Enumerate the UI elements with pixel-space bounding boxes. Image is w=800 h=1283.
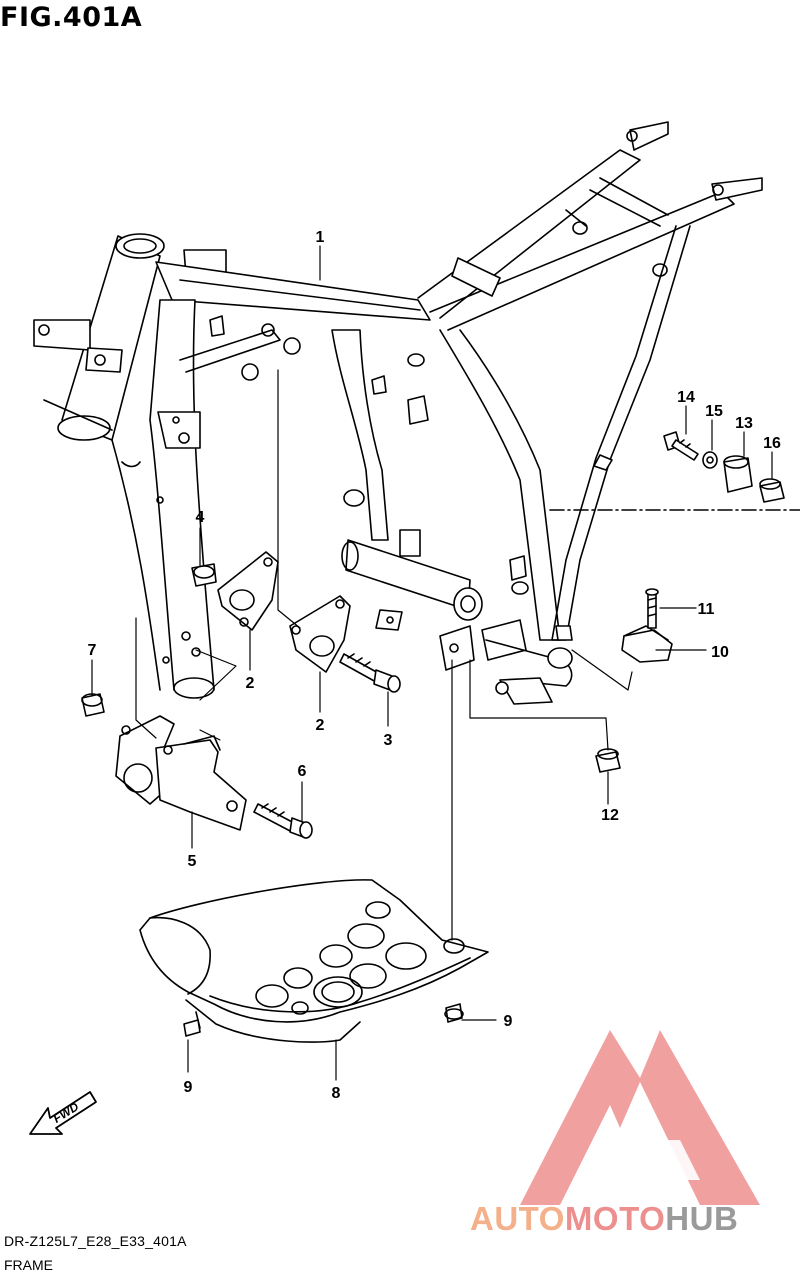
callout-1: 1 xyxy=(316,229,325,246)
nut-4 xyxy=(191,563,217,587)
callout-7: 7 xyxy=(88,642,97,659)
callout-15: 15 xyxy=(705,403,723,420)
bolts-9 xyxy=(183,1003,464,1037)
callout-2-right: 2 xyxy=(316,717,325,734)
callout-16: 16 xyxy=(763,435,781,452)
callout-9-left: 9 xyxy=(184,1079,193,1096)
watermark-logo-icon xyxy=(520,1030,760,1205)
callout-13: 13 xyxy=(735,415,753,432)
leader-lines xyxy=(91,245,773,1081)
watermark-hub: HUB xyxy=(665,1200,739,1237)
cushion-10-screw-11 xyxy=(621,588,673,663)
callout-12: 12 xyxy=(601,807,619,824)
callout-9-right: 9 xyxy=(504,1013,513,1030)
engine-mount-brackets xyxy=(217,551,351,673)
frame-drawing xyxy=(33,121,800,705)
lower-bracket-5 xyxy=(115,715,247,831)
watermark-auto: AUTO xyxy=(470,1200,565,1237)
figure-name: FRAME xyxy=(4,1257,53,1273)
bolt-3 xyxy=(339,653,401,693)
callout-2-left: 2 xyxy=(246,675,255,692)
callout-3: 3 xyxy=(384,732,393,749)
bolt-6 xyxy=(253,803,313,839)
figure-title: FIG.401A xyxy=(0,2,143,33)
callout-14: 14 xyxy=(677,389,695,406)
nut-7 xyxy=(81,693,105,717)
fwd-arrow-icon xyxy=(29,1091,97,1135)
callout-5: 5 xyxy=(188,853,197,870)
callout-11: 11 xyxy=(698,601,715,618)
watermark-text: AUTOMOTOHUB xyxy=(470,1200,738,1238)
skid-plate-8 xyxy=(139,879,489,1043)
callout-4: 4 xyxy=(196,509,205,526)
callout-10: 10 xyxy=(711,644,729,661)
nut-12 xyxy=(595,748,621,773)
mount-set-13-16 xyxy=(663,431,785,503)
callout-8: 8 xyxy=(332,1085,341,1102)
watermark-moto: MOTO xyxy=(564,1200,666,1237)
callout-6: 6 xyxy=(298,763,307,780)
figure-code: DR-Z125L7_E28_E33_401A xyxy=(4,1233,187,1249)
callout-numbers: 1 2 2 3 4 5 6 7 8 9 9 10 11 12 13 14 15 … xyxy=(88,229,781,1102)
